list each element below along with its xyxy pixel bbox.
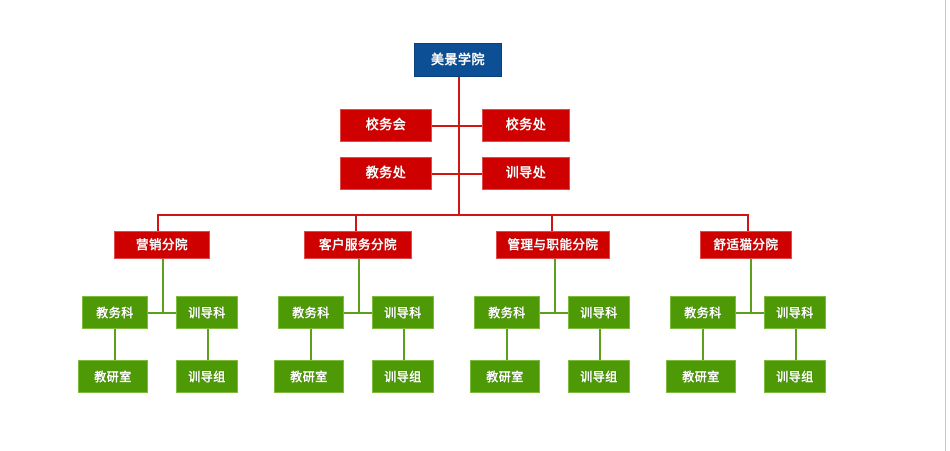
node-b4-discipline-group[interactable]: 训导组 — [764, 360, 826, 393]
node-b4-academic-section[interactable]: 教务科 — [670, 296, 736, 329]
node-b1-discipline-section[interactable]: 训导科 — [176, 296, 238, 329]
connector-branch4-dept-bar — [736, 312, 765, 314]
node-branch-management-function[interactable]: 管理与职能分院 — [496, 231, 610, 259]
connector-branch1-dept1-drop — [114, 329, 116, 360]
connector-branch3-dept-bar — [540, 312, 569, 314]
node-b2-discipline-group[interactable]: 训导组 — [372, 360, 434, 393]
node-academic-affairs-office[interactable]: 教务处 — [340, 157, 432, 190]
node-discipline-office[interactable]: 训导处 — [482, 157, 570, 190]
node-b1-teaching-research-room[interactable]: 教研室 — [78, 360, 148, 393]
connector-branch-bus — [157, 214, 748, 216]
connector-branch2-dept2-drop — [403, 329, 405, 360]
connector-branch4-stem — [750, 259, 752, 312]
node-b1-academic-section[interactable]: 教务科 — [82, 296, 148, 329]
node-branch-comfort-cat[interactable]: 舒适猫分院 — [700, 231, 792, 259]
connector-branch4-dept1-drop — [702, 329, 704, 360]
connector-root-trunk — [458, 77, 460, 215]
node-school-affairs-council[interactable]: 校务会 — [340, 109, 432, 142]
connector-branch1-stem — [162, 259, 164, 312]
connector-branch4-dept2-drop — [795, 329, 797, 360]
node-b2-discipline-section[interactable]: 训导科 — [372, 296, 434, 329]
node-b3-academic-section[interactable]: 教务科 — [474, 296, 540, 329]
connector-branch1-dept2-drop — [207, 329, 209, 360]
connector-branch-drop-2 — [355, 214, 357, 231]
node-b1-discipline-group[interactable]: 训导组 — [176, 360, 238, 393]
connector-branch2-stem — [358, 259, 360, 312]
node-b3-discipline-section[interactable]: 训导科 — [568, 296, 630, 329]
page-edge-divider — [945, 0, 946, 451]
connector-branch1-dept-bar — [148, 312, 177, 314]
node-branch-marketing[interactable]: 营销分院 — [114, 231, 210, 259]
node-b3-discipline-group[interactable]: 训导组 — [568, 360, 630, 393]
connector-branch3-dept2-drop — [599, 329, 601, 360]
connector-branch-drop-4 — [747, 214, 749, 231]
connector-branch2-dept1-drop — [310, 329, 312, 360]
connector-branch-drop-3 — [551, 214, 553, 231]
connector-branch3-stem — [554, 259, 556, 312]
connector-branch3-dept1-drop — [506, 329, 508, 360]
node-b2-teaching-research-room[interactable]: 教研室 — [274, 360, 344, 393]
connector-tier2-row1 — [432, 125, 482, 127]
node-b2-academic-section[interactable]: 教务科 — [278, 296, 344, 329]
node-b4-discipline-section[interactable]: 训导科 — [764, 296, 826, 329]
node-branch-customer-service[interactable]: 客户服务分院 — [304, 231, 412, 259]
connector-branch2-dept-bar — [344, 312, 373, 314]
node-b4-teaching-research-room[interactable]: 教研室 — [666, 360, 736, 393]
node-b3-teaching-research-room[interactable]: 教研室 — [470, 360, 540, 393]
connector-tier2-row2 — [432, 173, 482, 175]
node-school-affairs-office[interactable]: 校务处 — [482, 109, 570, 142]
connector-branch-drop-1 — [157, 214, 159, 231]
node-root-academy[interactable]: 美景学院 — [414, 43, 502, 77]
